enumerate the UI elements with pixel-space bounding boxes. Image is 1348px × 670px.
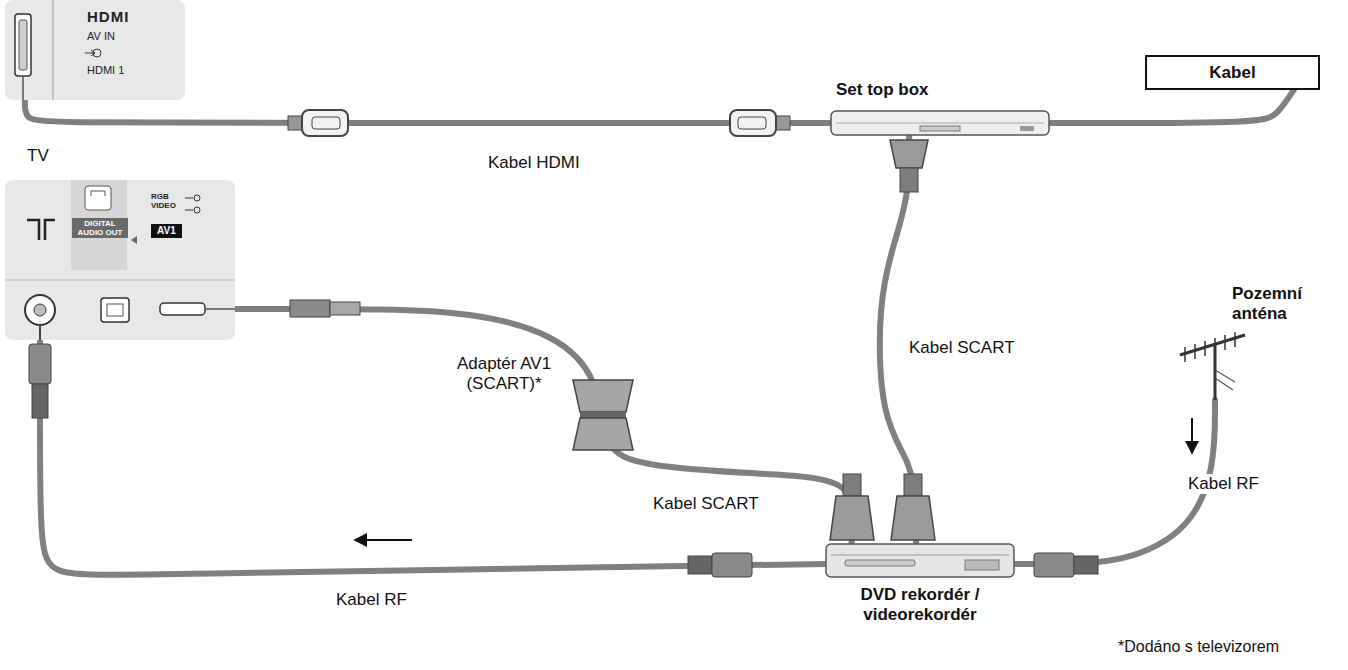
tv-av-panel-drawing — [5, 180, 235, 340]
node-text: AV1 — [151, 224, 182, 238]
cable — [40, 340, 825, 575]
scart-adapter-plug — [290, 300, 360, 317]
node-text: Kabel — [1147, 63, 1318, 83]
node-text: HDMI — [87, 8, 129, 25]
rf-plug — [29, 344, 51, 418]
scart-plug — [830, 474, 874, 540]
tv-hdmi-panel: HDMI AV IN HDMI 1 — [5, 0, 185, 100]
rf-plug — [1034, 553, 1098, 577]
cable-label: Kabel SCART — [650, 494, 762, 514]
node-text: DVD rekordér / videorekordér — [847, 585, 993, 624]
cable — [25, 100, 830, 123]
set-top-box-drawing — [830, 110, 1050, 136]
hdmi-plug — [288, 110, 348, 136]
direction-arrow — [356, 539, 412, 541]
rf-plug — [688, 553, 752, 577]
part-label: TV — [27, 146, 49, 166]
footnote: *Dodáno s televizorem — [1118, 638, 1279, 656]
part-label: Adaptér AV1 (SCART)* — [440, 354, 568, 393]
node-text: RGB VIDEO — [151, 192, 185, 210]
node-text: DIGITAL AUDIO OUT — [72, 218, 128, 238]
cable-label: Kabel RF — [333, 590, 410, 610]
hdmi-plug — [730, 110, 790, 136]
node-text: AV IN — [87, 30, 115, 43]
scart-adapter — [573, 380, 633, 450]
dvd-recorder: DVD rekordér / videorekordér — [825, 543, 1015, 578]
cable-label: Kabel RF — [1185, 474, 1262, 494]
scart-plug — [891, 474, 935, 540]
terrestrial-antenna: Pozemní anténa — [1175, 330, 1255, 400]
node-text: Pozemní anténa — [1232, 284, 1318, 323]
node-text: Set top box — [836, 80, 929, 100]
cable — [1050, 90, 1294, 123]
terrestrial-antenna-drawing — [1175, 330, 1255, 400]
tv-av-panel: DIGITAL AUDIO OUT RGB VIDEO AV1 — [5, 180, 235, 340]
cable-source-box: Kabel — [1145, 55, 1320, 90]
cable-label: Kabel HDMI — [485, 153, 583, 173]
cable-label: Kabel SCART — [906, 338, 1018, 358]
cable — [235, 309, 852, 543]
node-text: HDMI 1 — [87, 64, 124, 77]
direction-arrow — [1191, 418, 1193, 452]
set-top-box: Set top box — [830, 110, 1050, 136]
scart-plug — [890, 140, 928, 192]
dvd-recorder-drawing — [825, 543, 1015, 578]
